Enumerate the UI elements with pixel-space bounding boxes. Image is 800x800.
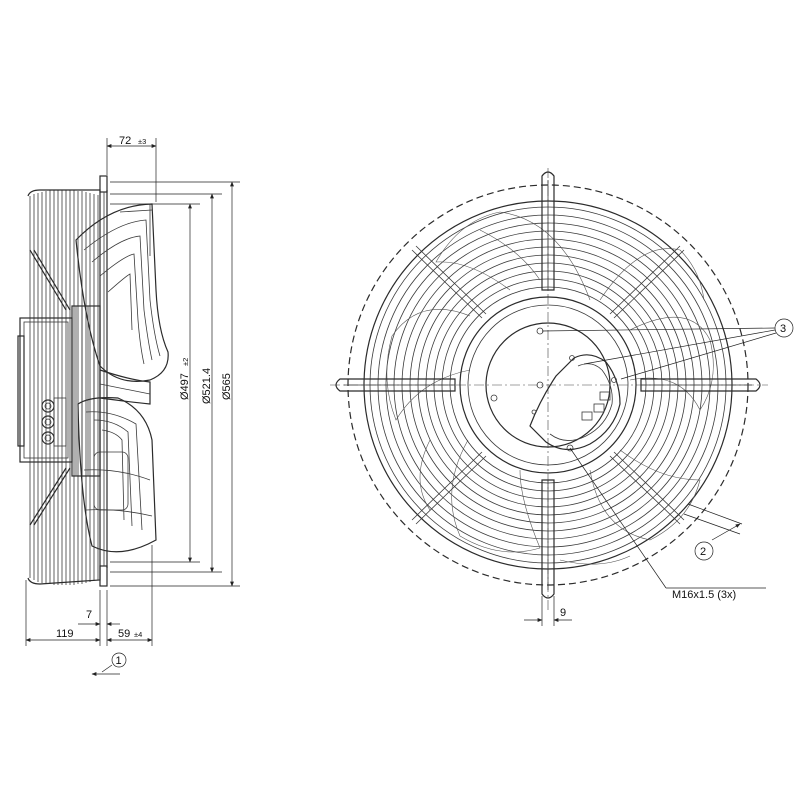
front-callouts: 3 M16x1.5 (3x) 2 — [541, 318, 794, 601]
dim-guard-depth-tol: ±3 — [138, 137, 146, 146]
guard-spokes — [335, 171, 761, 599]
callout-2-circle — [694, 541, 714, 561]
front-view: 9 — [330, 168, 768, 626]
terminal-box — [529, 354, 621, 452]
diagonal-spokes — [411, 245, 685, 525]
side-dimensions: 72 ±3 Ø497 ±2 Ø521.4 Ø565 7 119 59 ±4 1 — [25, 135, 240, 676]
label-thread: M16x1.5 (3x) — [672, 589, 736, 601]
motor-hub — [459, 296, 637, 474]
callout-3: 3 — [780, 323, 786, 335]
dim-slot-width: 9 — [560, 607, 566, 619]
dim-flange-thickness: 7 — [86, 609, 92, 621]
side-view — [17, 175, 169, 587]
dim-blade-offset: 59 — [118, 628, 130, 640]
dim-blade-offset-tol: ±4 — [134, 630, 142, 639]
upper-blade — [75, 203, 169, 382]
guard-struts — [29, 249, 71, 526]
dim-outer-diameter: Ø565 — [221, 373, 233, 400]
mount-hole-2 — [536, 381, 544, 389]
lower-blade — [77, 397, 157, 553]
callout-1-circle — [111, 652, 127, 668]
dim-inner-diameter-tol: ±2 — [181, 358, 190, 366]
motor-body — [17, 305, 101, 477]
front-blades — [386, 211, 714, 565]
dim-inner-diameter: Ø497 — [179, 373, 191, 400]
callout-2: 2 — [700, 546, 706, 558]
callout-1: 1 — [116, 655, 122, 667]
cable-glands — [41, 397, 67, 447]
dim-mid-diameter: Ø521.4 — [201, 368, 213, 404]
mount-hole-3 — [490, 394, 498, 402]
dim-motor-depth: 119 — [56, 628, 74, 640]
mounting-flange — [99, 175, 108, 587]
dim-guard-depth: 72 — [119, 135, 131, 147]
